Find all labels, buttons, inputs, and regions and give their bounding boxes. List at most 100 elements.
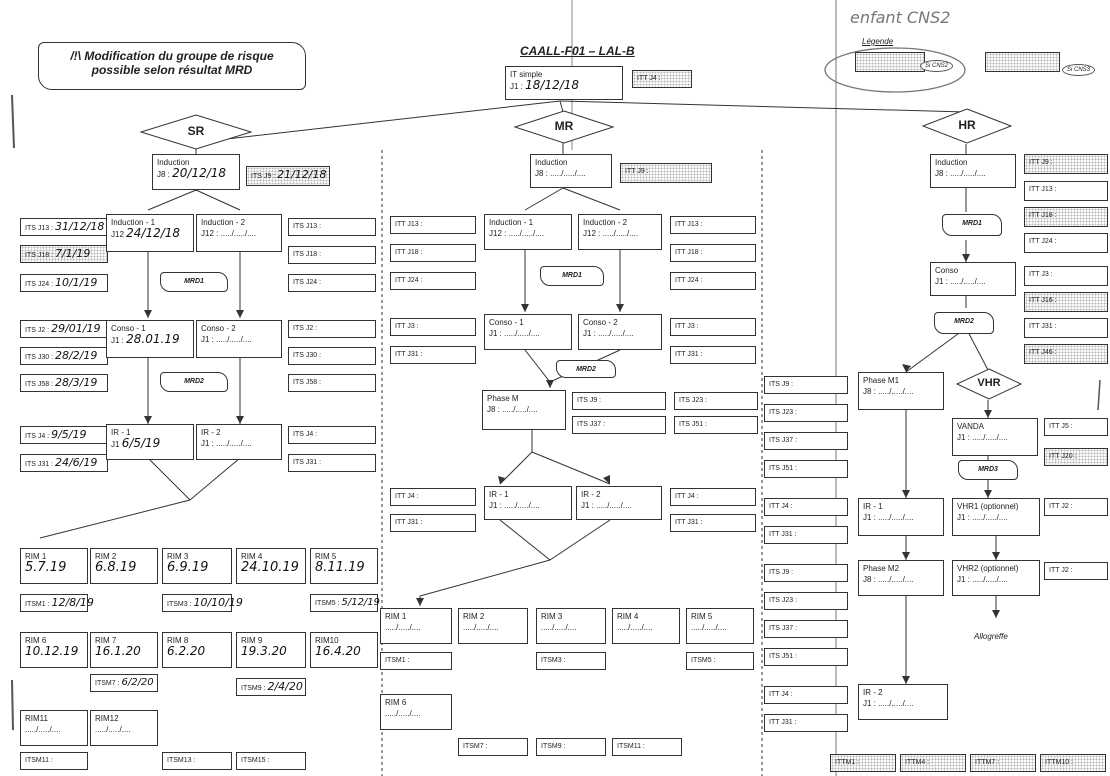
sr-itsm9: ITSM9 : 2/4/20 (236, 678, 306, 696)
sr-induction-2-date: J12 : ...../...../.... (201, 229, 257, 238)
hr-left-its2-j37: ITS J37 : (764, 620, 848, 638)
sr-rim-7: RIM 7 16.1.20 (90, 632, 158, 668)
sr-itsm1: ITSM1 : 12/8/19 (20, 594, 94, 612)
sr-left-j24-label: ITS J24 : (25, 281, 54, 288)
sr-ir-1-date-value: 6/5/19 (121, 436, 161, 450)
hr-itt-j9: ITT J9 : (1024, 154, 1108, 174)
mr-left-j31: ITT J31 : (390, 346, 476, 364)
mr-right-j3: ITT J3 : (670, 318, 756, 336)
mr-induction-date: J8 : ...../...../.... (535, 169, 586, 178)
hr-vhr1-box: VHR1 (optionnel) J1 : ...../...../.... (952, 498, 1040, 536)
hr-itt-j13: ITT J13 : (1024, 181, 1108, 201)
it-simple-label: IT simple (510, 70, 543, 79)
it-simple-date-label: J1 : (510, 82, 523, 91)
warning-line-1: /!\ Modification du groupe de risque (70, 49, 274, 63)
legend-box-1 (855, 52, 925, 72)
mr-rim-label: RIM 3 (541, 612, 563, 621)
sr-left-j18-value: 7/1/19 (54, 247, 91, 260)
hr-mrd3-banner: MRD3 (958, 460, 1018, 480)
sr-left-j31-value: 24/6/19 (54, 456, 98, 469)
mr-induction-2-box: Induction - 2 J12 : ...../...../.... (578, 214, 662, 250)
hr-allogreffe: Allogreffe (974, 632, 1008, 641)
mr-itsm7: ITSM7 : (458, 738, 528, 756)
hr-itt-j31: ITT J31 : (1024, 318, 1108, 338)
sr-itsm3: ITSM3 : 10/10/19 (162, 594, 243, 612)
sr-left-j2-value: 29/01/19 (51, 322, 101, 335)
sr-left-j24-value: 10/1/19 (54, 276, 98, 289)
sr-induction-1-label: Induction - 1 (111, 218, 156, 227)
mr-rim-date: ...../...../.... (385, 623, 421, 632)
sr-induction-date-label: J8 : (157, 170, 170, 179)
sr-induction-1-date-value: 24/12/18 (126, 226, 181, 240)
mr-induction-2-label: Induction - 2 (583, 218, 628, 227)
hr-vanda-box: VANDA J1 : ...../...../.... (952, 418, 1038, 456)
mr-induction-1-label: Induction - 1 (489, 218, 534, 227)
sr-conso-2-box: Conso - 2 J1 : ...../...../.... (196, 320, 282, 358)
sr-left-j58-label: ITS J58 : (25, 381, 54, 388)
mr-ir-2-label: IR - 2 (581, 490, 601, 499)
mr-rim-date: ...../...../.... (463, 623, 499, 632)
sr-rim-value: 6.9.19 (167, 560, 209, 575)
sr-induction-date-value: 20/12/18 (172, 166, 227, 180)
sr-rim-value: 16.1.20 (95, 644, 141, 658)
mr-mrd2-banner: MRD2 (556, 360, 616, 378)
sr-itsm15: ITSM15 : (236, 752, 306, 770)
mr-right-j18: ITT J18 : (670, 244, 756, 262)
sr-left-j13-label: ITS J13 : (25, 225, 54, 232)
sr-rim-label: RIM10 (315, 636, 339, 645)
mr-rim-label: RIM 4 (617, 612, 639, 621)
mr-mrd1-banner: MRD1 (540, 266, 604, 286)
sr-rim-label: RIM 6 (25, 636, 47, 645)
mr-conso-1-box: Conso - 1 J1 : ...../...../.... (484, 314, 572, 350)
mr-ir-1-label: IR - 1 (489, 490, 509, 499)
sr-induction-2-box: Induction - 2 J12 : ...../...../.... (196, 214, 282, 252)
hr-ittm10: ITTM10 : (1040, 754, 1106, 772)
vhr-diamond: VHR (955, 368, 1023, 400)
it-simple-box: IT simple J1 : 18/12/18 (505, 66, 623, 100)
sr-rim-2: RIM 2 6.8.19 (90, 548, 158, 584)
sr-rim-label: RIM 3 (167, 552, 189, 561)
sr-rim-6: RIM 6 10.12.19 (20, 632, 88, 668)
sr-rim-value: 10.12.19 (25, 644, 79, 658)
sr-itsm3-label: ITSM3 : (167, 601, 192, 608)
protocol-title: CAALL-F01 – LAL-B (520, 44, 635, 58)
sr-conso-1-date-label: J1 : (111, 336, 124, 345)
sr-its-j9-value: 21/12/18 (277, 168, 327, 181)
sr-rim-label: RIM 8 (167, 636, 189, 645)
sr-left-j30-label: ITS J30 : (25, 354, 54, 361)
sr-ir-2-date: J1 : ...../...../.... (201, 439, 252, 448)
sr-rim-5: RIM 5 8.11.19 (310, 548, 378, 584)
mr-conso-2-box: Conso - 2 J1 : ...../...../.... (578, 314, 662, 350)
sr-rim-value: 6.2.20 (167, 644, 206, 658)
hr-ittm7: ITTM7 : (970, 754, 1036, 772)
mr-its-j37: ITS J37 : (572, 416, 666, 434)
sr-left-j2: ITS J2 : 29/01/19 (20, 320, 108, 338)
sr-induction-label: Induction (157, 158, 190, 167)
sr-left-j31-label: ITS J31 : (25, 461, 54, 468)
sr-rim-1: RIM 1 5.7.19 (20, 548, 88, 584)
hr-left-ir1-j31: ITT J31 : (764, 526, 848, 544)
hr-title: HR (958, 118, 976, 132)
mr-title: MR (554, 119, 574, 133)
vhr-title: VHR (977, 377, 1001, 389)
mr-induction-2-date: J12 : ...../...../.... (583, 229, 639, 238)
hr-ir-1-date: J1 : ...../...../.... (863, 513, 914, 522)
mr-its-j9: ITS J9 : (572, 392, 666, 410)
hr-itt-j20: ITT J20 : (1044, 448, 1108, 466)
mr-rim-1: RIM 1 ...../...../.... (380, 608, 452, 644)
sr-left-j58: ITS J58 : 28/3/19 (20, 374, 108, 392)
hr-conso-date: J1 : ...../...../.... (935, 277, 986, 286)
sr-itsm5: ITSM5 : 5/12/19 (310, 594, 380, 612)
sr-induction-1-box: Induction - 1 J12 24/12/18 (106, 214, 194, 252)
sr-rim-value: ...../...../.... (95, 725, 131, 734)
sr-right-j31: ITS J31 : (288, 454, 376, 472)
sr-rim-9: RIM 9 19.3.20 (236, 632, 306, 668)
hr-conso-label: Conso (935, 266, 959, 275)
hr-vanda-label: VANDA (957, 422, 984, 431)
mr-rim-label: RIM 1 (385, 612, 407, 621)
mr-ir-1-date: J1 : ...../...../.... (489, 501, 540, 510)
mr-conso-1-date: J1 : ...../...../.... (489, 329, 540, 338)
sr-mrd2-banner: MRD2 (160, 372, 228, 392)
sr-itsm9-value: 2/4/20 (267, 680, 303, 693)
mr-rim-date: ...../...../.... (385, 709, 421, 718)
